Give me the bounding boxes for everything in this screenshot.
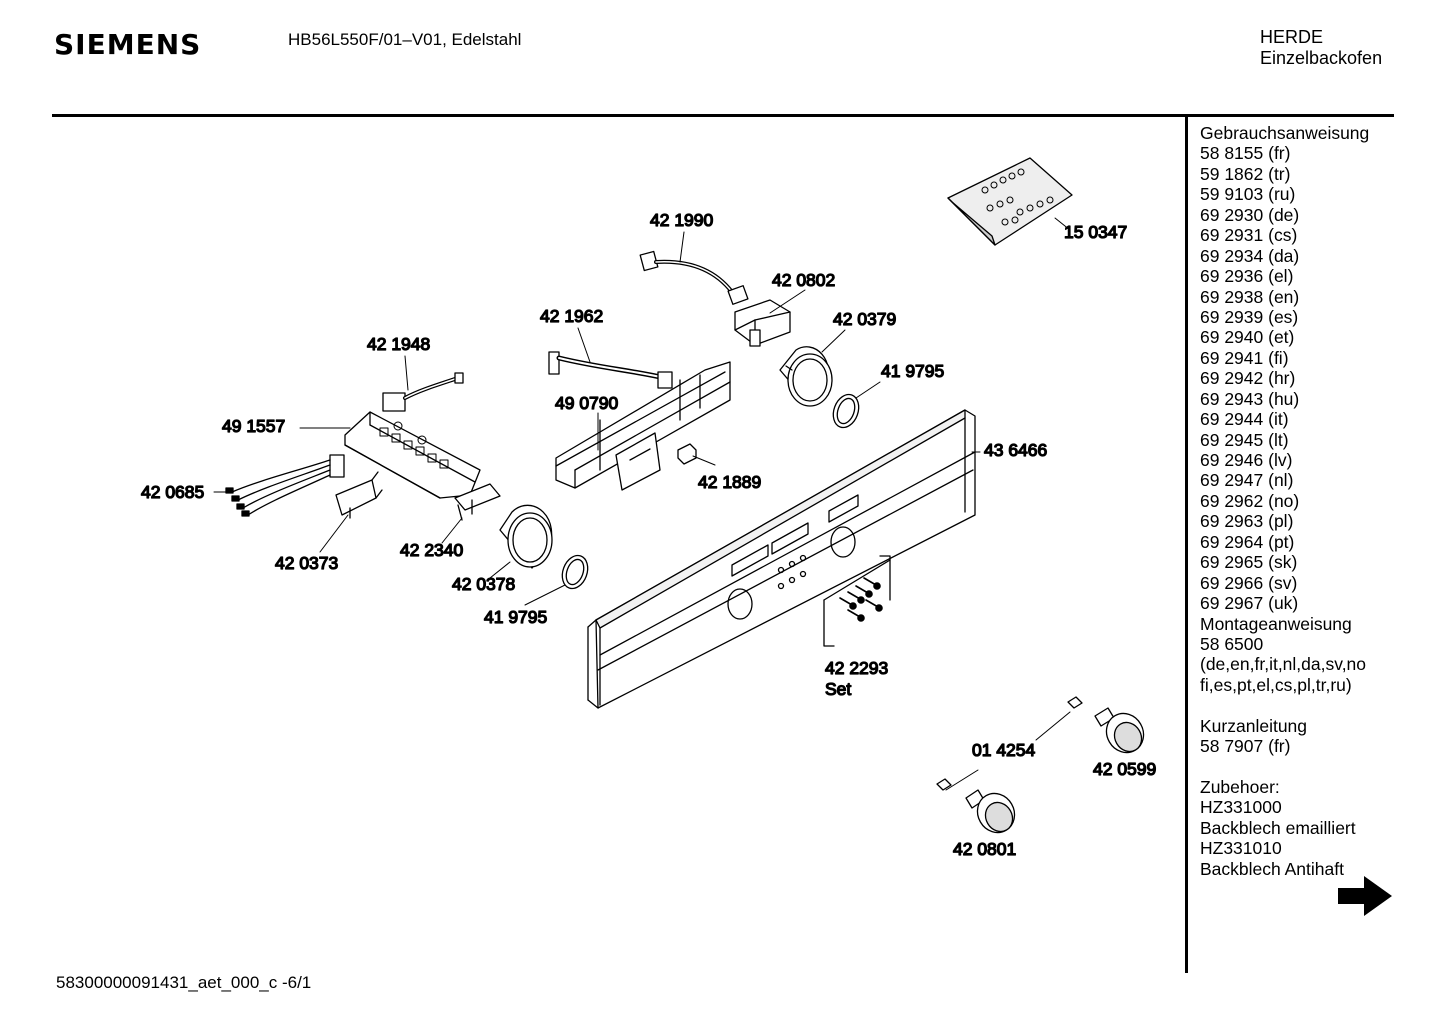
category-subtitle: Einzelbackofen [1260,48,1383,68]
sidebar-line: Backblech emailliert [1200,817,1356,838]
sidebar-line: 69 2930 (de) [1200,204,1300,225]
cable-421962-part [548,351,673,389]
brand-logo: SIEMENS [54,28,202,61]
part-label: 01 4254 [972,740,1036,760]
knob-420599-part [1067,696,1145,754]
sidebar-line: 69 2934 (da) [1200,245,1300,266]
sidebar-line: 69 2964 (pt) [1200,531,1295,552]
sidebar-line: fi,es,pt,el,cs,pl,tr,ru) [1200,674,1352,695]
exploded-parts-diagram: 42 1990 15 0347 42 0802 42 1962 42 0379 … [140,157,1157,860]
sidebar-line: 58 8155 (fr) [1200,143,1291,164]
part-label: 42 0802 [772,270,835,290]
part-label: 42 2340 [400,540,464,560]
sidebar-line: (de,en,fr,it,nl,da,sv,no [1200,654,1367,675]
part-label: 42 0378 [452,574,515,594]
sidebar-line: Zubehoer: [1200,777,1280,797]
sidebar-line: 59 1862 (tr) [1200,163,1291,184]
sidebar-line: HZ331000 [1200,797,1282,818]
sidebar-line: 69 2943 (hu) [1200,388,1300,409]
sidebar-line: 69 2946 (lv) [1200,450,1293,470]
sidebar-divider [1185,116,1188,973]
part-label: 42 1948 [367,334,430,354]
sidebar-line: 69 2965 (sk) [1200,552,1298,573]
part-label: 42 0801 [953,839,1016,859]
bezel-420378-part [499,504,553,569]
connector-421889-part [677,443,697,465]
sidebar-line: 69 2940 (et) [1200,327,1295,348]
part-label: 41 9795 [484,607,547,627]
model-number: HB56L550F/01–V01, Edelstahl [288,30,522,49]
cable-421990-part [639,250,749,305]
sidebar-line: 69 2942 (hr) [1200,368,1296,389]
sidebar-line: 58 7907 (fr) [1200,736,1291,757]
part-label: 43 6466 [984,440,1047,460]
right-arrow-icon[interactable] [1338,876,1392,916]
footer-doc-id: 58300000091431_aet_000_c -6/1 [56,973,312,992]
sidebar-line: HZ331010 [1200,838,1282,859]
sidebar-line [1200,695,1438,715]
sidebar-line: 69 2939 (es) [1200,306,1299,327]
sidebar-line: Kurzanleitung [1200,715,1308,736]
part-label: 42 1962 [540,306,603,326]
sidebar-line: 69 2936 (el) [1200,266,1294,287]
part-label: 49 1557 [222,416,285,436]
part-label: 42 0379 [833,309,896,329]
electronic-board-491557-part [344,411,481,499]
sidebar-line: 69 2944 (it) [1200,409,1289,430]
part-label: 42 0373 [275,553,338,573]
sidebar-line: 69 2967 (uk) [1200,593,1299,614]
sidebar-line [1200,757,1438,777]
switch-420802-part [734,299,791,347]
part-label: 42 1889 [698,472,761,492]
sidebar-line: 69 2941 (fi) [1200,347,1289,368]
part-label: 42 0685 [141,482,204,502]
sidebar-line: 69 2962 (no) [1200,490,1300,511]
part-label: 42 1990 [650,210,714,230]
knob-420801-part [936,778,1016,834]
screw-set-part [823,555,891,647]
sidebar-line: Backblech Antihaft [1200,858,1344,879]
seal-ring-upper-part [832,393,860,429]
sidebar-line: 59 9103 (ru) [1200,184,1296,205]
sidebar-line: Gebrauchsanweisung [1200,123,1370,143]
sidebar-line: 69 2966 (sv) [1200,572,1298,593]
sidebar-line: 69 2963 (pl) [1200,511,1294,532]
leader-lines [213,217,1071,791]
sidebar-line: 58 6500 [1200,633,1264,654]
category-title: HERDE [1260,27,1324,47]
cable-421948-part [382,372,464,412]
sidebar-line: Montageanweisung [1200,613,1352,634]
header-divider [52,114,1394,117]
seal-ring-lower-part [561,554,589,590]
bezel-420379-part [779,346,833,407]
holder-420373-part [335,471,383,519]
bracket-490790-part [555,361,731,491]
sidebar-line: 69 2945 (lt) [1200,429,1289,450]
part-label: 15 0347 [1064,222,1127,242]
part-label: 49 0790 [555,393,619,413]
holder-422340-part [454,483,501,521]
control-panel-part [587,409,976,709]
part-label: 42 0599 [1093,759,1156,779]
sidebar-line: 69 2931 (cs) [1200,225,1298,246]
cable-420685-part [225,454,345,517]
part-label: Set [825,679,851,699]
part-label: 41 9795 [881,361,944,381]
part-label: 42 2293 [825,658,888,678]
sidebar-line: 69 2938 (en) [1200,286,1300,307]
parts-bag-part [947,157,1073,246]
sidebar-line: 69 2947 (nl) [1200,470,1294,491]
